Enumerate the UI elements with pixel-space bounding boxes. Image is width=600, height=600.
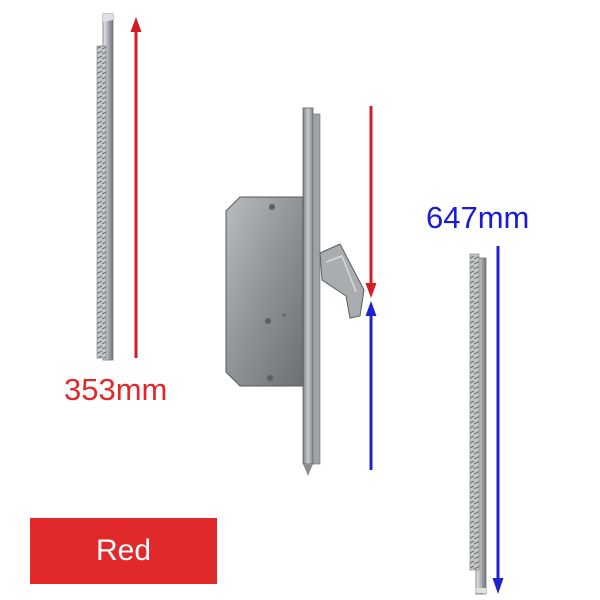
red-measure-arrow-down [365,106,377,298]
hook-bolt [319,243,365,319]
color-badge-label: Red [95,534,152,567]
faceplate [302,107,321,476]
upper-rod [96,13,114,361]
top-length-label: 353mm [64,372,168,407]
color-badge: Red [30,518,217,584]
lock-case [225,196,304,387]
blue-measure-arrow-up [365,301,377,470]
bottom-length-label: 647mm [426,200,530,235]
red-measure-arrow-up [130,17,142,358]
lower-rod [469,253,487,595]
blue-measure-arrow-down [492,246,504,594]
